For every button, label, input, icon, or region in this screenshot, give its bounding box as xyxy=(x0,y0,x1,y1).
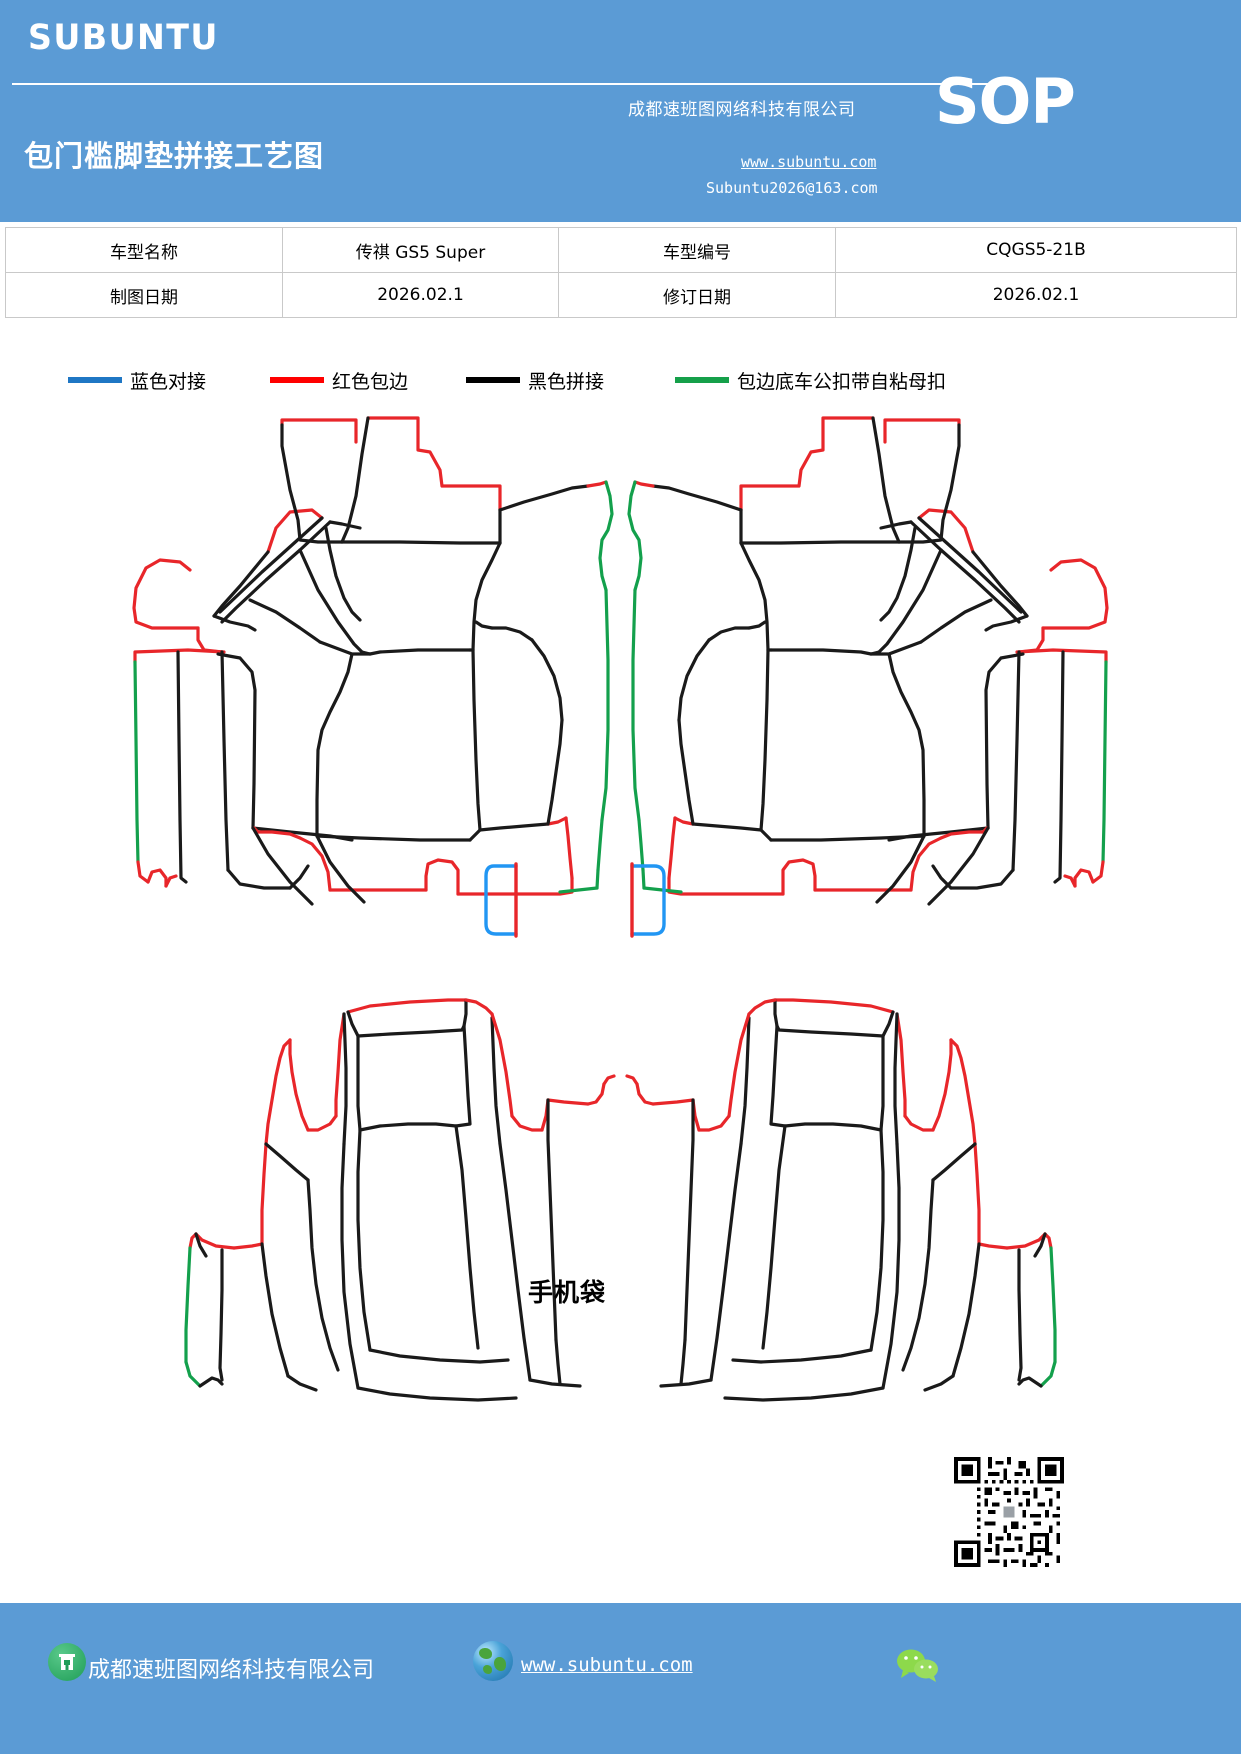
technical-drawing: 手机袋 xyxy=(0,400,1241,1410)
footer-company-name: 成都速班图网络科技有限公司 xyxy=(88,1658,375,1683)
front-left-mat xyxy=(132,416,614,906)
legend: 蓝色对接 红色包边 黑色拼接 包边底车公扣带自粘母扣 xyxy=(0,360,1241,400)
value-model-code: CQGS5-21B xyxy=(835,227,1237,273)
brand-logo: SUBUNTU xyxy=(28,18,219,58)
phone-pocket-label: 手机袋 xyxy=(528,1278,607,1307)
table-row: 车型名称 传祺 GS5 Super 车型编号 CQGS5-21B xyxy=(5,227,1237,273)
wechat-glyph xyxy=(897,1649,938,1682)
rear-right-mat xyxy=(625,998,1057,1402)
label-revision-date: 修订日期 xyxy=(558,272,836,318)
legend-label-blue: 蓝色对接 xyxy=(130,370,207,393)
legend-swatch-black-icon xyxy=(466,377,520,383)
label-model-name: 车型名称 xyxy=(5,227,283,273)
label-draw-date: 制图日期 xyxy=(5,272,283,318)
legend-item-green: 包边底车公扣带自粘母扣 xyxy=(675,365,946,395)
footer-website-link[interactable]: www.subuntu.com xyxy=(521,1654,693,1676)
legend-label-red: 红色包边 xyxy=(332,370,409,393)
wechat-icon xyxy=(895,1648,941,1682)
vehicle-info-table: 车型名称 传祺 GS5 Super 车型编号 CQGS5-21B 制图日期 20… xyxy=(5,227,1237,318)
legend-item-blue: 蓝色对接 xyxy=(68,365,206,395)
legend-item-black: 黑色拼接 xyxy=(466,365,604,395)
legend-swatch-blue-icon xyxy=(68,377,122,383)
qr-code-pattern xyxy=(954,1457,1064,1567)
legend-label-black: 黑色拼接 xyxy=(528,370,605,393)
sop-badge: SOP xyxy=(935,65,1076,138)
header-website-link[interactable]: www.subuntu.com xyxy=(741,153,877,171)
building-icon xyxy=(48,1643,86,1681)
rear-left-mat xyxy=(184,998,616,1402)
legend-swatch-green-icon xyxy=(675,377,729,383)
qr-code xyxy=(950,1453,1068,1571)
label-model-code: 车型编号 xyxy=(558,227,836,273)
page-header: SUBUNTU 包门槛脚垫拼接工艺图 成都速班图网络科技有限公司 SOP www… xyxy=(0,0,1241,222)
phone-pocket-shape xyxy=(484,862,666,938)
page-footer xyxy=(0,1603,1241,1754)
table-row: 制图日期 2026.02.1 修订日期 2026.02.1 xyxy=(5,272,1237,318)
front-right-mat xyxy=(627,416,1109,906)
qr-code-glyph xyxy=(954,1457,1064,1567)
legend-item-red: 红色包边 xyxy=(270,365,408,395)
value-revision-date: 2026.02.1 xyxy=(835,272,1237,318)
mat-pattern-svg xyxy=(132,416,1109,1402)
header-email: Subuntu2026@163.com xyxy=(706,179,878,197)
value-draw-date: 2026.02.1 xyxy=(282,272,559,318)
page-title: 包门槛脚垫拼接工艺图 xyxy=(24,139,325,173)
legend-swatch-red-icon xyxy=(270,377,324,383)
header-divider xyxy=(12,83,999,85)
legend-label-green: 包边底车公扣带自粘母扣 xyxy=(737,370,947,393)
globe-icon xyxy=(473,1641,513,1681)
building-glyph xyxy=(59,1654,75,1670)
header-company-name: 成都速班图网络科技有限公司 xyxy=(628,100,856,120)
value-model-name: 传祺 GS5 Super xyxy=(282,227,559,273)
